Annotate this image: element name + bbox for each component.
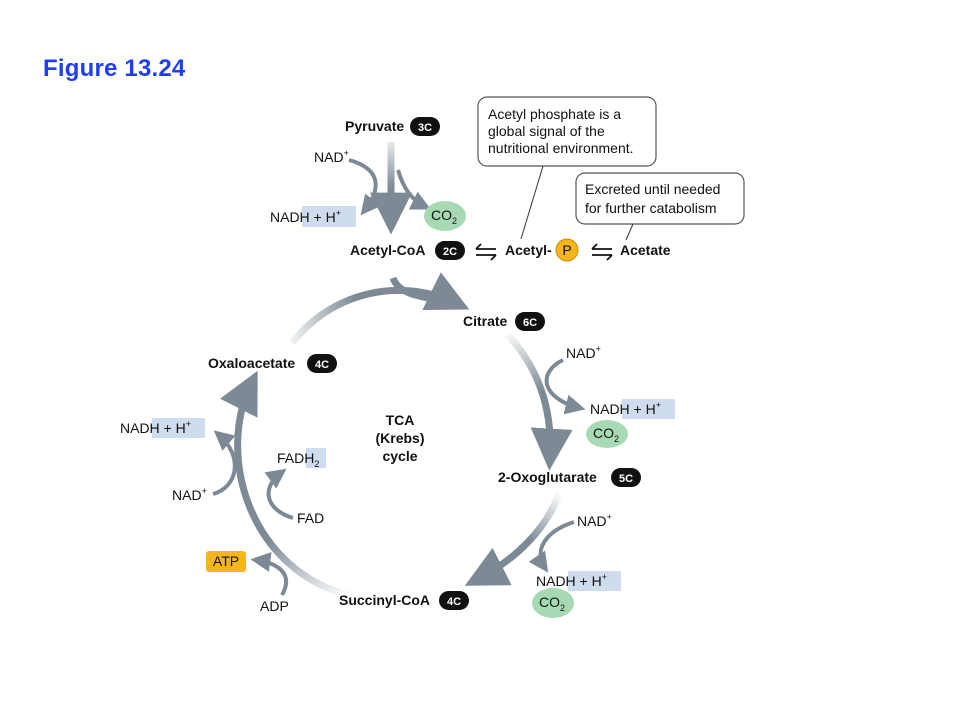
oxaloacetate-label: Oxaloacetate — [208, 355, 295, 371]
carbon-badge-4c-succinyl-coa-label: 4C — [447, 596, 461, 608]
acetyl-coa-label: Acetyl-CoA — [350, 242, 425, 258]
nadh-label-oxoglutarate-step: NADH + H+ — [536, 572, 607, 589]
figure-title: Figure 13.24 — [43, 55, 186, 82]
callout-acetyl-phosphate-line3: nutritional environment. — [488, 140, 634, 156]
nadh-highlight-oxoglutarate-step — [568, 571, 621, 591]
pyruvate-label: Pyruvate — [345, 118, 404, 134]
carbon-badge-3c-label: 3C — [418, 122, 432, 134]
fadh2-label: FADH2 — [277, 450, 319, 469]
oxaloacetate-node: Oxaloacetate 4C — [208, 354, 337, 373]
cycle-arrow-succinyl-coa-to-oxaloacetate — [219, 370, 353, 600]
oxoglutarate-label: 2-Oxoglutarate — [498, 469, 597, 485]
succinyl-coa-label: Succinyl-CoA — [339, 592, 430, 608]
co2-label-pdh: CO2 — [431, 207, 457, 226]
nadh-label-malate-step: NADH + H+ — [120, 419, 191, 436]
callout-excreted-line1: Excreted until needed — [585, 181, 720, 197]
callout-acetyl-phosphate-line1: Acetyl phosphate is a — [488, 106, 621, 122]
nadh-highlight-citrate-step — [622, 399, 675, 419]
cycle-arrow-citrate-to-oxoglutarate — [504, 331, 573, 471]
carbon-badge-4c-succinyl-coa — [439, 591, 469, 610]
acetyl-coa-entry-arrow — [389, 276, 441, 304]
fadh2-highlight — [306, 448, 326, 468]
cycle-name: TCA (Krebs) cycle — [375, 412, 424, 464]
carbon-badge-4c-oxaloacetate-label: 4C — [315, 359, 329, 371]
citrate-label: Citrate — [463, 313, 508, 329]
nad-arrow-citrate-step — [544, 358, 586, 415]
carbon-badge-2c — [435, 241, 465, 260]
callout-acetyl-phosphate: Acetyl phosphate is a global signal of t… — [477, 96, 657, 167]
succinyl-coa-node: Succinyl-CoA 4C — [339, 591, 469, 610]
cycle-name-line2: (Krebs) — [375, 430, 424, 446]
cycle-name-line1: TCA — [386, 412, 415, 428]
nad-in-arrow-pdh — [348, 158, 381, 216]
callout-acetyl-phosphate-line2: global signal of the — [488, 123, 605, 139]
adp-label: ADP — [260, 598, 289, 614]
acetyl-coa-node: Acetyl-CoA 2C — [350, 241, 465, 260]
co2-bubble-citrate-step — [586, 420, 628, 448]
co2-label-oxoglutarate-step: CO2 — [539, 594, 565, 613]
nadh-highlight-pdh — [302, 206, 356, 227]
nadh-label-citrate-step: NADH + H+ — [590, 400, 661, 417]
fad-arrow — [264, 468, 294, 520]
carbon-badge-4c-oxaloacetate — [307, 354, 337, 373]
nad-arrow-malate-step — [212, 430, 237, 496]
callout-excreted-pointer — [625, 223, 634, 241]
callout-excreted: Excreted until needed for further catabo… — [575, 172, 745, 225]
phosphate-label: P — [562, 242, 571, 258]
nad-label-citrate-step: NAD+ — [566, 344, 601, 361]
cycle-arrow-oxoglutarate-to-succinyl-coa — [464, 490, 564, 586]
co2-label-citrate-step: CO2 — [593, 425, 619, 444]
carbon-badge-3c — [410, 117, 440, 136]
cycle-arrow-oxaloacetate-to-citrate — [289, 272, 470, 346]
co2-bubble-pdh — [424, 201, 466, 231]
callout-acetyl-phosphate-pointer — [520, 165, 544, 240]
oxoglutarate-node: 2-Oxoglutarate 5C — [498, 468, 641, 487]
cycle-name-line3: cycle — [382, 448, 417, 464]
callout-excreted-line2: for further catabolism — [585, 200, 717, 216]
pyruvate-node: Pyruvate 3C — [345, 117, 440, 136]
adp-to-atp-arrow — [250, 552, 289, 596]
nad-arrow-oxoglutarate-step — [528, 520, 575, 573]
citrate-node: Citrate 6C — [463, 312, 545, 331]
acetate-label: Acetate — [620, 242, 671, 258]
atp-box — [206, 551, 246, 572]
carbon-badge-5c — [611, 468, 641, 487]
equilibrium-arrows-icon — [475, 243, 497, 261]
nad-label-pdh: NAD+ — [314, 148, 349, 165]
phosphate-circle — [555, 238, 579, 262]
co2-out-arrow-pdh — [396, 169, 432, 210]
acetyl-p-label: Acetyl- — [505, 242, 552, 258]
nad-label-malate-step: NAD+ — [172, 486, 207, 503]
carbon-badge-5c-label: 5C — [619, 473, 633, 485]
carbon-badge-6c — [515, 312, 545, 331]
nadh-highlight-malate-step — [152, 418, 205, 438]
equilibrium-arrows-icon — [591, 243, 613, 261]
carbon-badge-2c-label: 2C — [443, 246, 457, 258]
atp-label: ATP — [213, 553, 239, 569]
carbon-badge-6c-label: 6C — [523, 317, 537, 329]
co2-bubble-oxoglutarate-step — [532, 588, 574, 618]
nad-label-oxoglutarate-step: NAD+ — [577, 512, 612, 529]
fad-label: FAD — [297, 510, 324, 526]
nadh-label-pdh: NADH + H+ — [270, 208, 341, 225]
